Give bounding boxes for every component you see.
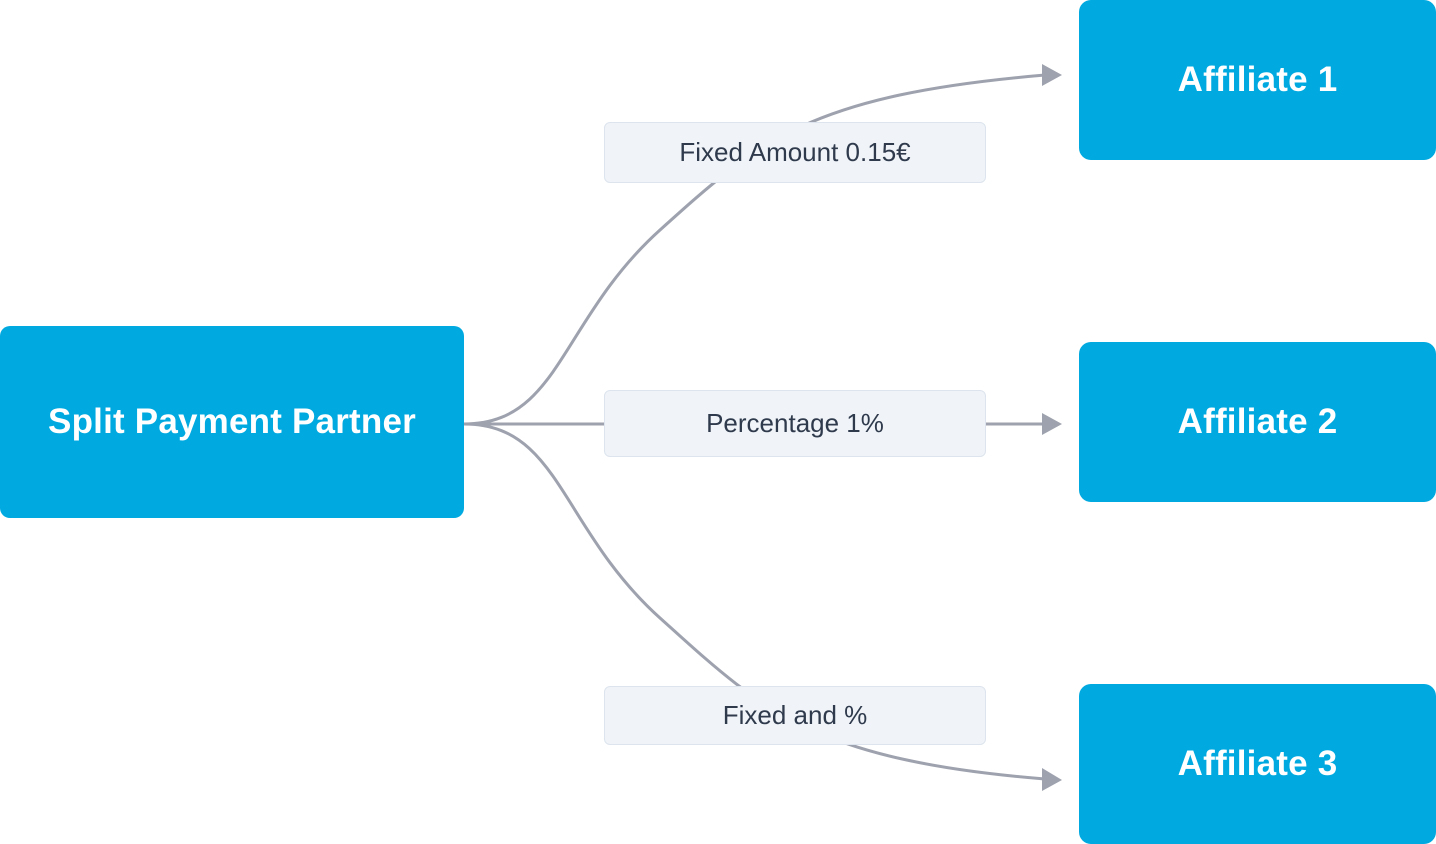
target-node-label: Affiliate 1 (1177, 60, 1338, 99)
edge-label-2-text: Percentage 1% (706, 408, 884, 438)
source-node-label: Split Payment Partner (48, 402, 416, 441)
edge-to-affiliate-3 (463, 422, 1046, 781)
edge-label-2: Percentage 1% (604, 390, 986, 457)
arrowhead-affiliate-1-icon (1042, 64, 1062, 86)
target-node-affiliate-2: Affiliate 2 (1079, 342, 1436, 502)
source-node: Split Payment Partner (0, 326, 464, 518)
edge-label-3-text: Fixed and % (722, 700, 868, 730)
target-node-label: Affiliate 2 (1177, 402, 1338, 441)
arrowhead-affiliate-2-icon (1042, 413, 1062, 435)
target-node-affiliate-1: Affiliate 1 (1079, 0, 1436, 160)
arrowhead-affiliate-3-icon (1042, 768, 1062, 791)
target-node-label: Affiliate 3 (1177, 744, 1338, 783)
target-node-affiliate-3: Affiliate 3 (1079, 684, 1436, 844)
edge-label-1: Fixed Amount 0.15€ (604, 122, 986, 183)
edge-label-3: Fixed and % (604, 686, 986, 745)
edge-to-affiliate-1 (463, 73, 1046, 426)
edge-label-1-text: Fixed Amount 0.15€ (679, 137, 911, 167)
